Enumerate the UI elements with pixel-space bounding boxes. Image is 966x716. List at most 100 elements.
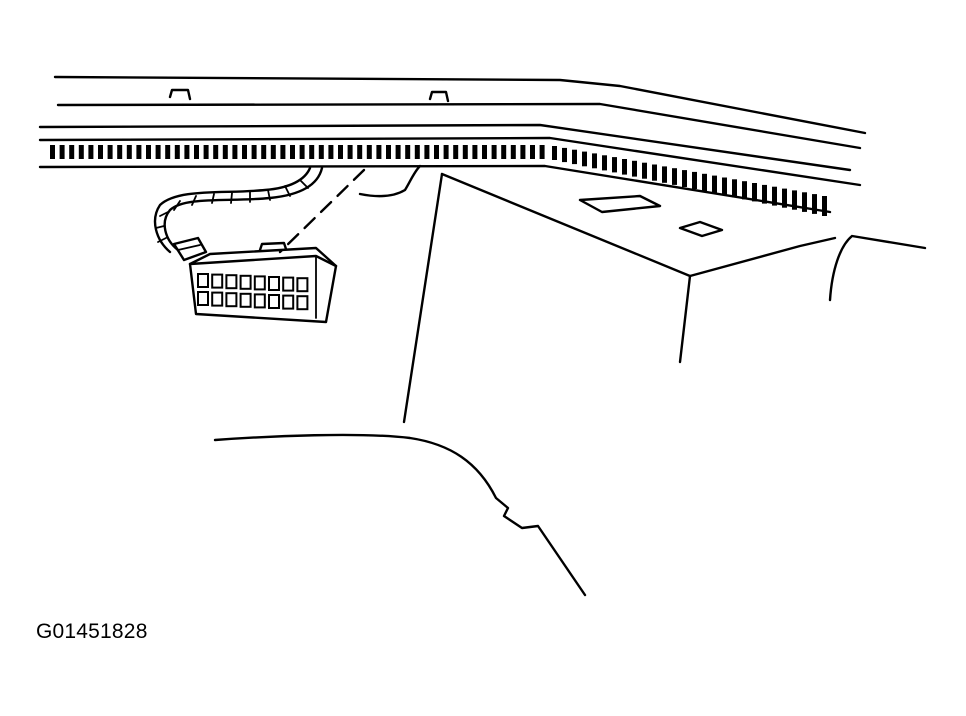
vent-hole <box>213 145 219 159</box>
vent-hole <box>682 170 687 187</box>
vent-hole <box>117 145 123 159</box>
connector-pin <box>253 293 266 309</box>
vent-hole <box>702 173 707 192</box>
vent-hole <box>652 164 657 181</box>
vent-hole <box>376 145 382 159</box>
connector-pin <box>296 295 309 311</box>
vent-hole <box>78 145 84 159</box>
vent-hole <box>328 145 334 159</box>
vent-hole <box>632 160 637 177</box>
vent-hole <box>802 192 807 212</box>
vent-hole <box>520 145 526 159</box>
vent-hole <box>270 145 276 159</box>
vent-hole <box>165 145 171 159</box>
vent-hole <box>136 145 142 159</box>
connector-pin <box>268 294 280 309</box>
connector-pin <box>211 273 224 289</box>
vent-hole <box>299 145 305 159</box>
leader-line <box>278 168 366 254</box>
vent-hole <box>572 149 577 165</box>
vent-hole <box>742 181 747 200</box>
vent-hole <box>203 145 209 159</box>
connector-pin <box>225 274 238 290</box>
vent-hole <box>146 145 151 159</box>
vent-hole <box>280 145 286 159</box>
diagnostic-connector-harness <box>153 166 324 262</box>
connector-pin <box>282 294 295 310</box>
vent-hole <box>582 151 587 167</box>
vent-hole <box>622 159 627 175</box>
vent-hole <box>251 145 257 159</box>
vent-hole <box>672 168 677 185</box>
lower-trim-panel <box>213 433 587 597</box>
vent-hole <box>318 145 324 159</box>
vent-hole <box>539 145 545 159</box>
connector-pin <box>268 276 280 291</box>
vent-hole <box>59 145 65 159</box>
connector-pin <box>239 274 252 290</box>
vent-hole <box>366 145 372 159</box>
vent-hole <box>357 145 363 159</box>
vent-hole <box>126 145 132 159</box>
vent-hole <box>424 145 430 159</box>
vent-hole <box>501 145 507 159</box>
instrument-panel-lower-body <box>358 164 927 424</box>
vent-hole <box>69 145 75 159</box>
vent-hole <box>530 145 535 159</box>
connector-pin <box>239 292 252 308</box>
connector-pin <box>197 273 209 288</box>
vent-hole <box>184 145 190 159</box>
vent-hole <box>612 157 617 173</box>
vent-hole <box>642 162 647 179</box>
vent-hole <box>261 145 267 159</box>
vent-hole <box>434 145 439 159</box>
vent-hole <box>50 145 55 159</box>
connector-pin <box>296 277 309 293</box>
vent-hole <box>386 145 391 159</box>
connector-pin <box>282 276 295 292</box>
vent-hole <box>602 155 607 171</box>
vent-hole <box>792 190 797 210</box>
vent-hole <box>155 145 161 159</box>
vent-hole <box>222 145 228 159</box>
connector-pin <box>253 275 266 291</box>
vent-hole <box>762 184 767 204</box>
vent-hole <box>722 177 727 196</box>
vent-hole <box>732 179 737 198</box>
vent-hole <box>782 188 787 208</box>
vent-hole <box>712 175 717 194</box>
vent-hole <box>462 145 468 159</box>
connector-pin <box>197 291 209 306</box>
vent-hole <box>453 145 459 159</box>
vent-hole <box>395 145 401 159</box>
vent-hole <box>414 145 420 159</box>
vent-hole <box>290 145 295 159</box>
vent-hole <box>692 171 697 189</box>
vent-hole <box>822 196 827 216</box>
vent-hole <box>405 145 411 159</box>
vent-hole <box>242 145 247 159</box>
data-link-connector <box>188 241 338 324</box>
vent-hole <box>232 145 238 159</box>
connector-pin-grid <box>197 273 309 311</box>
vent-hole <box>752 183 757 202</box>
vent-hole <box>88 145 94 159</box>
vent-hole <box>338 145 343 159</box>
connector-pin <box>225 292 238 308</box>
vent-hole <box>472 145 478 159</box>
vent-hole <box>662 166 667 183</box>
vent-hole <box>482 145 487 159</box>
vent-hole <box>812 194 817 214</box>
vent-hole <box>491 145 497 159</box>
vent-hole <box>562 147 567 163</box>
vent-hole <box>510 145 516 159</box>
vent-hole <box>98 145 103 159</box>
vent-hole <box>772 186 777 206</box>
vent-hole <box>309 145 315 159</box>
vent-hole <box>552 146 557 160</box>
connector-pin <box>211 291 224 307</box>
dashboard-trim-lines <box>38 75 867 214</box>
dashboard-vent-strip <box>50 145 827 216</box>
vent-hole <box>107 145 113 159</box>
vent-hole <box>592 153 597 169</box>
